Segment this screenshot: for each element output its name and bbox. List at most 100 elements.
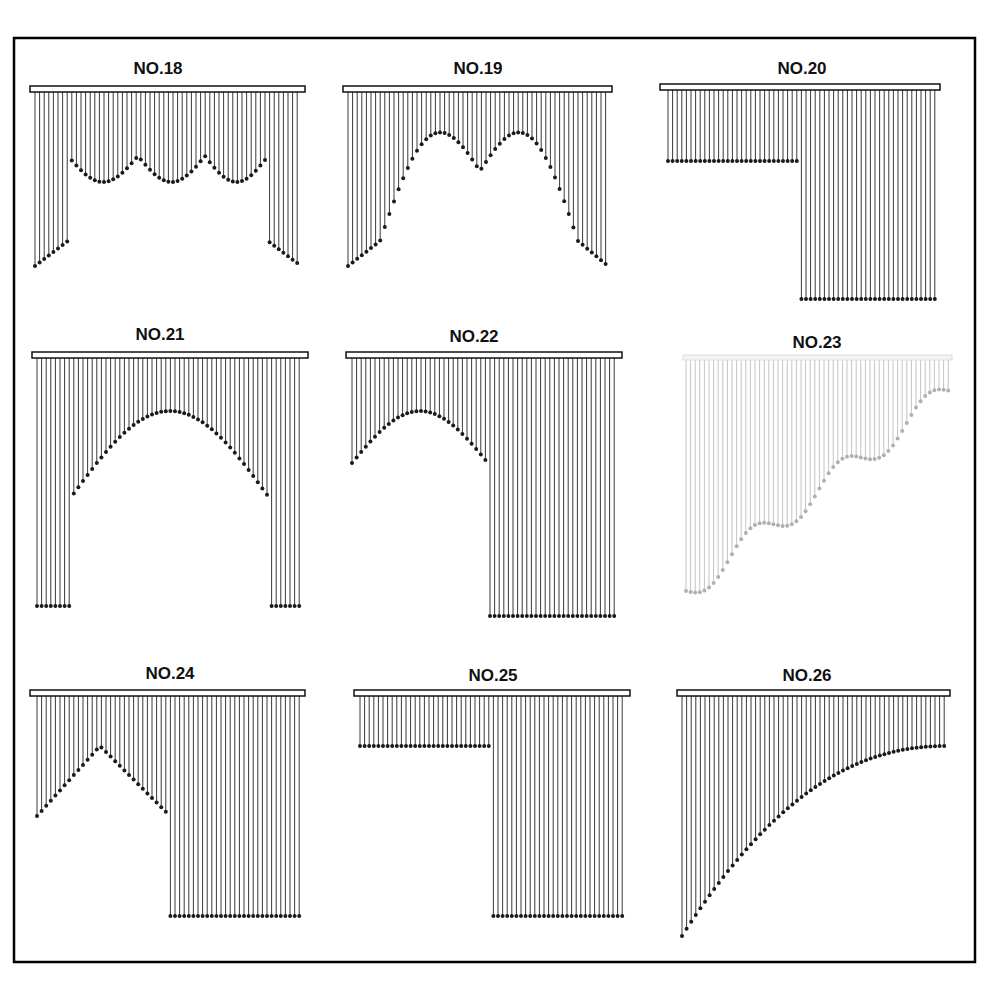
bead — [222, 175, 226, 179]
bead — [104, 450, 108, 454]
bead-strand — [380, 91, 381, 239]
bead — [187, 413, 191, 417]
bead-strand — [539, 695, 540, 915]
bead — [598, 614, 602, 618]
bead-strand — [294, 695, 295, 915]
bead — [415, 149, 419, 153]
bead — [237, 914, 241, 918]
bead — [896, 437, 900, 441]
bead-strand — [791, 360, 792, 523]
bead-strand — [140, 91, 141, 158]
bead — [892, 750, 896, 754]
bead-strand — [447, 695, 448, 745]
bead-strand — [842, 89, 843, 298]
bead — [452, 136, 456, 140]
bead-strand — [188, 357, 189, 414]
bead — [235, 180, 239, 184]
bead — [850, 764, 854, 768]
bead — [868, 297, 872, 301]
bead-strand — [255, 91, 256, 170]
bead-strand — [288, 91, 289, 255]
bead — [767, 521, 771, 525]
bead — [933, 297, 937, 301]
bead — [38, 261, 42, 265]
bead-strand — [902, 89, 903, 298]
bead — [589, 614, 593, 618]
bead-strand — [470, 695, 471, 745]
bead — [544, 156, 548, 160]
bead-strand — [518, 91, 519, 131]
bead — [558, 187, 562, 191]
bead — [86, 473, 90, 477]
bead-strand — [686, 695, 687, 928]
bead-strand — [271, 357, 272, 605]
bead — [529, 614, 533, 618]
bead-strand — [778, 695, 779, 815]
bead — [859, 760, 863, 764]
bead — [864, 758, 868, 762]
bead-strand — [184, 357, 185, 412]
bead-strand — [718, 89, 719, 160]
bead-strand — [898, 695, 899, 750]
bead — [571, 614, 575, 618]
bead — [224, 914, 228, 918]
bead — [461, 145, 465, 149]
bead-strand — [115, 357, 116, 441]
bead — [150, 413, 154, 417]
bead — [735, 159, 739, 163]
bead-strand — [481, 91, 482, 168]
bead — [210, 914, 214, 918]
bead — [418, 744, 422, 748]
bead-strand — [170, 357, 171, 410]
bead-strand — [384, 357, 385, 427]
bead-strand — [677, 89, 678, 160]
bead — [72, 773, 76, 777]
bead-strand — [934, 360, 935, 389]
bead-strand — [412, 91, 413, 158]
bead-strand — [207, 357, 208, 425]
bead-strand — [394, 91, 395, 200]
bead-strand — [559, 91, 560, 188]
bead — [772, 159, 776, 163]
bead-strand — [230, 695, 231, 915]
bead-strand — [156, 695, 157, 802]
bead-strand — [193, 695, 194, 915]
bead-strand — [58, 91, 59, 248]
bead — [475, 164, 479, 168]
bead — [293, 604, 297, 608]
bead-strand — [198, 357, 199, 418]
bead-strand — [911, 360, 912, 414]
bead — [479, 452, 483, 456]
bead-strand — [741, 89, 742, 160]
bead — [159, 410, 163, 414]
bead — [840, 457, 844, 461]
bead-strand — [536, 357, 537, 615]
bead-strand — [83, 695, 84, 764]
bead-strand — [755, 695, 756, 838]
bead — [58, 788, 62, 792]
bead-strand — [591, 91, 592, 252]
bead-strand — [517, 357, 518, 615]
bead — [827, 297, 831, 301]
bead-strand — [824, 360, 825, 480]
bead-strand — [709, 89, 710, 160]
bead — [938, 744, 942, 748]
bead-strand — [78, 695, 79, 769]
bead — [537, 914, 541, 918]
bead — [685, 927, 689, 931]
bead — [372, 744, 376, 748]
bead-strand — [737, 695, 738, 859]
bead-strand — [577, 357, 578, 615]
bead-strand — [124, 695, 125, 769]
bead — [283, 604, 287, 608]
bead-strand — [815, 695, 816, 786]
bead — [396, 416, 400, 420]
bead — [168, 409, 172, 413]
bead-strand — [508, 357, 509, 615]
bead — [785, 524, 789, 528]
bead — [901, 748, 905, 752]
bead-strand — [709, 695, 710, 894]
curtain-rail — [683, 355, 952, 360]
bead-strand — [223, 91, 224, 176]
